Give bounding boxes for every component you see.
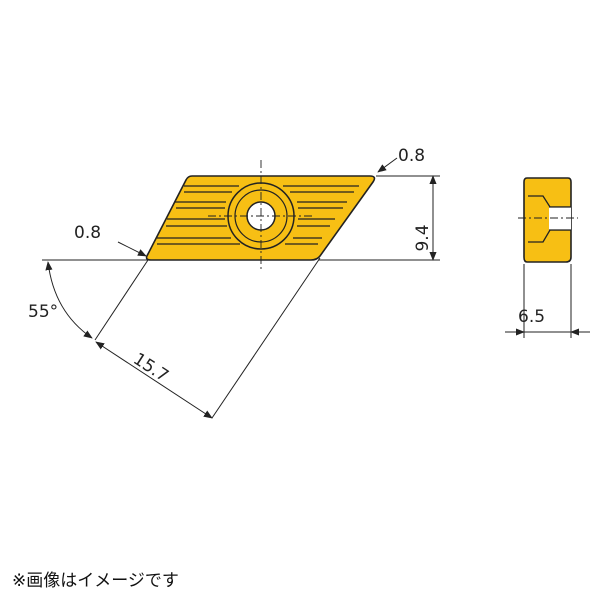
insert-side-view [505,177,590,338]
side-hole [549,207,571,230]
corner-radius-left-label: 0.8 [74,223,101,243]
chip-breaker-grooves [157,185,359,245]
length-label: 15.7 [129,349,172,386]
center-lines [208,160,315,272]
height-label: 9.4 [413,224,433,251]
angle-label: 55° [28,302,58,322]
insert-top-view [145,160,376,272]
thickness-label: 6.5 [518,307,545,327]
image-disclaimer: ※画像はイメージです [12,571,179,591]
dimension-lines [42,157,440,419]
corner-radius-top-label: 0.8 [398,146,425,166]
side-body [523,177,572,263]
